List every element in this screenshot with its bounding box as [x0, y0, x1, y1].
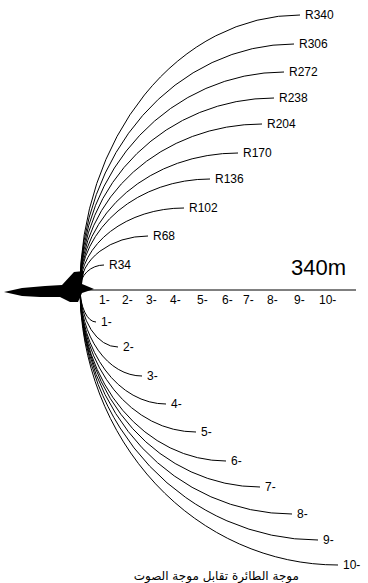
radius-label: R136 [214, 172, 245, 186]
wave-number: 6- [230, 454, 243, 468]
axis-tick-label: 2- [121, 293, 134, 307]
axis-tick-label: 5- [196, 293, 209, 307]
wave-front-arc [80, 44, 294, 288]
wave-number: 9- [322, 533, 335, 547]
wave-number: 5- [200, 425, 213, 439]
radius-label: R68 [152, 229, 176, 243]
wave-number: 7- [264, 480, 277, 494]
wave-front-arc [80, 15, 300, 288]
wave-number: 4- [170, 397, 183, 411]
scale-label: 340m [290, 256, 347, 280]
axis-tick-label: 1- [98, 293, 111, 307]
axis-tick-label: 3- [145, 293, 158, 307]
wave-front-arc [80, 288, 260, 487]
wave-front-arc [80, 288, 166, 404]
caption-text: موجة الطائرة تقابل موجة الصوت [133, 569, 300, 583]
radius-label: R238 [278, 91, 309, 105]
radius-label: R170 [242, 146, 273, 160]
radius-label: R102 [188, 201, 219, 215]
distance-axis [84, 290, 356, 291]
wave-number: 3- [146, 369, 159, 383]
wave-front-arc [80, 288, 196, 432]
radius-label: R204 [266, 117, 297, 131]
axis-tick-label: 7- [242, 293, 255, 307]
wave-number: 2- [122, 340, 135, 354]
axis-tick-label: 9- [293, 293, 306, 307]
radius-label: R340 [304, 8, 335, 22]
wave-front-arc [80, 72, 284, 288]
wave-front-arc [80, 208, 184, 288]
wave-front-arc [80, 98, 274, 288]
wave-front-arc [80, 179, 210, 288]
radius-label: R306 [298, 37, 329, 51]
wave-front-arc [80, 288, 318, 540]
axis-tick-label: 6- [221, 293, 234, 307]
axis-tick-label: 8- [266, 293, 279, 307]
wave-front-arc [80, 265, 104, 288]
wave-number: 1- [100, 315, 113, 329]
wave-number: 8- [296, 507, 309, 521]
radius-label: R34 [108, 258, 132, 272]
wave-front-arc [80, 288, 292, 514]
axis-tick-label: 10- [318, 293, 337, 307]
wave-number: 10- [342, 558, 361, 572]
wave-front-arc [80, 124, 262, 288]
axis-tick-label: 4- [169, 293, 182, 307]
wave-front-arc [80, 288, 226, 461]
wave-front-arc [80, 288, 338, 565]
radius-label: R272 [288, 65, 319, 79]
wave-front-arc [80, 236, 148, 288]
